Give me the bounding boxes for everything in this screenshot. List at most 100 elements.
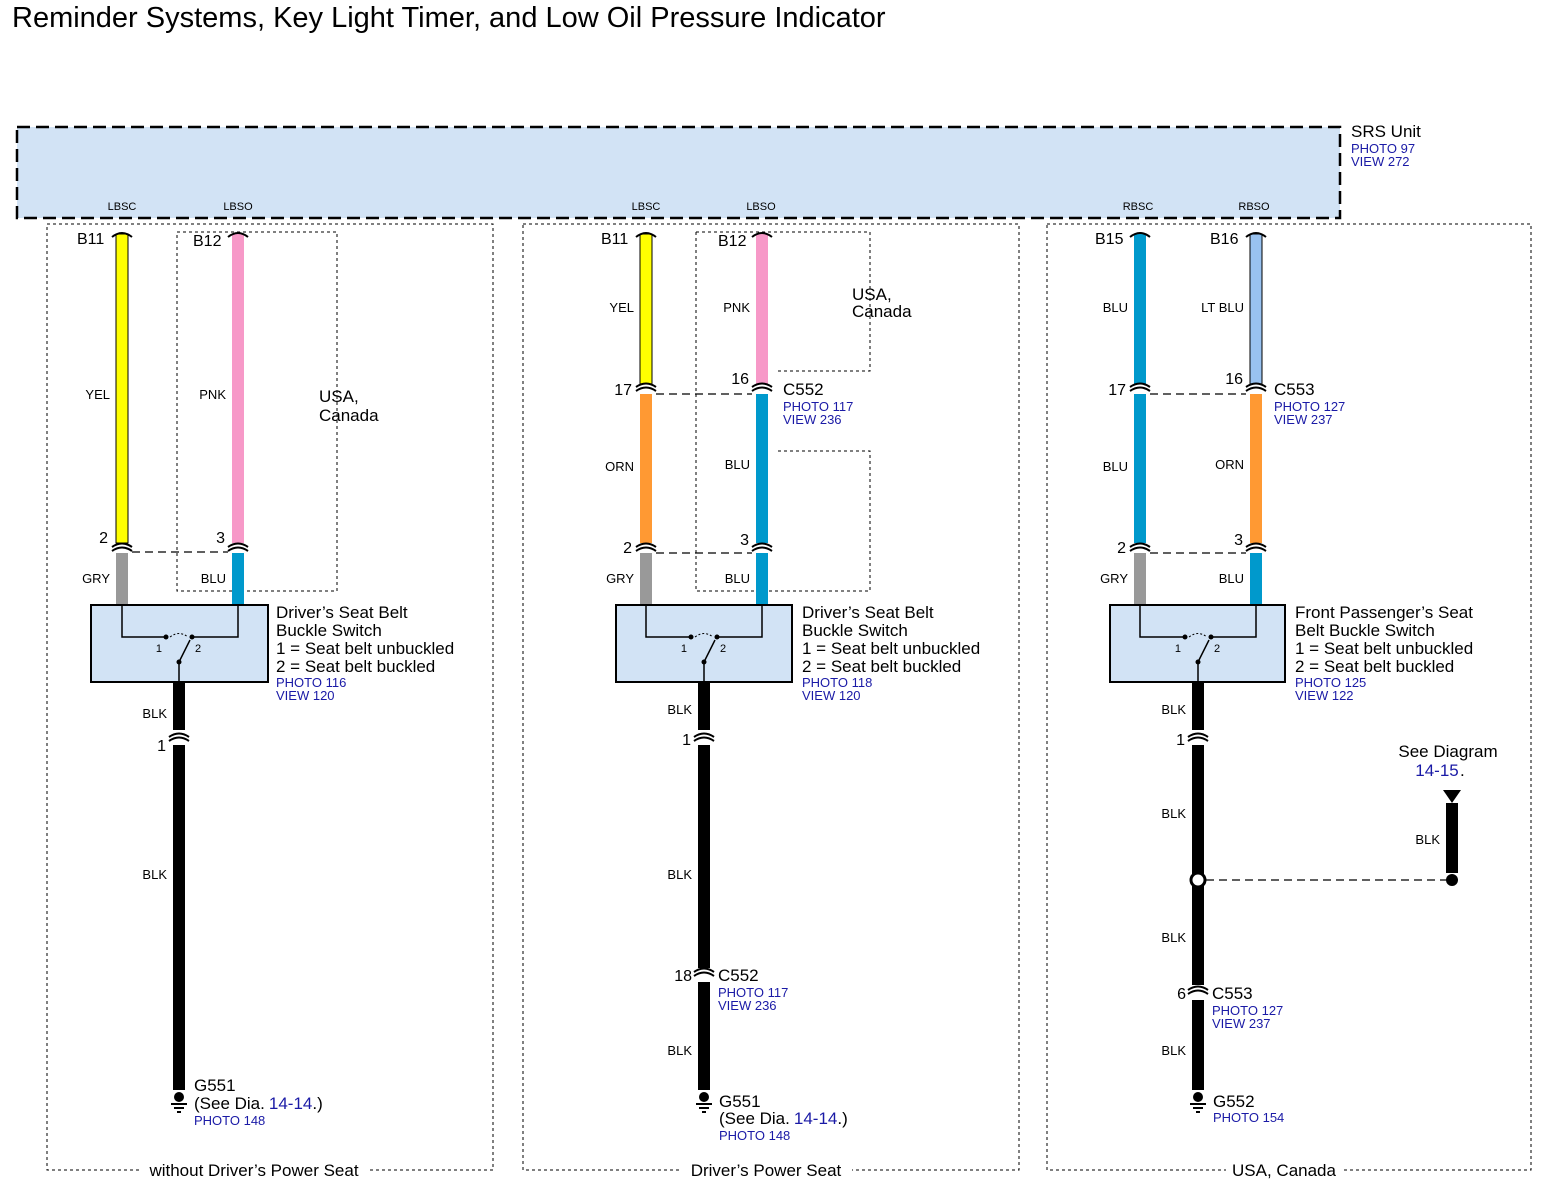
switch-position-1: 1 = Seat belt unbuckled (1295, 639, 1473, 658)
switch-contact-label: 1 (1175, 643, 1181, 655)
pin-label: 3 (740, 532, 749, 549)
pin-label: 1 (1176, 732, 1185, 749)
pin-label: 1 (682, 732, 691, 749)
inline-connector-mark (168, 732, 190, 742)
connector-photo: PHOTO 127 (1212, 1003, 1283, 1018)
diagram-link[interactable]: 14-14 (794, 1109, 837, 1128)
switch-photo: PHOTO 118 (802, 675, 872, 690)
switch-contact (1208, 634, 1214, 640)
switch-name: Buckle Switch (802, 621, 908, 640)
connector-view: VIEW 237 (1212, 1016, 1271, 1031)
pin-label: 2 (1117, 540, 1126, 557)
section-usa-canada: RBSC RBSO B15 B16 BLU LT BLU 17 16 C553 … (1095, 201, 1498, 1125)
wire-orn (640, 394, 652, 543)
switch-name: Driver’s Seat Belt (276, 603, 408, 622)
wire-blk (1446, 803, 1458, 873)
wire-color-label: BLK (1161, 806, 1186, 821)
wire-blk (173, 745, 185, 1090)
terminal-label: LBSC (632, 201, 661, 213)
wire-pnk (232, 234, 244, 543)
srs-unit-box (15, 125, 1342, 220)
switch-contact (714, 634, 720, 640)
switch-contact-label: 2 (195, 643, 201, 655)
section-power-seat: USA, Canada LBSC LBSO B11 B12 YEL PNK 17… (601, 201, 980, 1143)
wire-blu (232, 553, 244, 605)
switch-position-1: 1 = Seat belt unbuckled (802, 639, 980, 658)
switch-view: VIEW 120 (276, 688, 335, 703)
wire-lt-blu (1249, 233, 1263, 385)
wire-yel (115, 233, 129, 544)
diagram-link[interactable]: 14-14 (269, 1094, 312, 1113)
wire-color-label: BLK (1161, 1043, 1186, 1058)
pin-label: 17 (1108, 382, 1126, 399)
region-label-line2: Canada (852, 302, 912, 321)
switch-internal-wiring (1139, 605, 1257, 638)
wire-color-label: GRY (1100, 571, 1128, 586)
wire-color-label: BLK (142, 706, 167, 721)
switch-name: Driver’s Seat Belt (802, 603, 934, 622)
wire-color-label: BLU (1219, 571, 1244, 586)
srs-unit-name: SRS Unit (1351, 122, 1421, 141)
pin-connector-mark (635, 232, 773, 238)
switch-contact (163, 634, 169, 640)
switch-contact (1182, 634, 1188, 640)
switch-travel-arc (694, 633, 714, 638)
wire-blu (1250, 553, 1262, 605)
wire-color-label: GRY (82, 571, 110, 586)
wire-color-label: BLK (142, 867, 167, 882)
connector-name: C552 (718, 966, 759, 985)
ground-icon (696, 1092, 712, 1113)
inline-connector-mark (1129, 542, 1267, 552)
pin-label: 16 (731, 371, 749, 388)
footer-bg (139, 1160, 369, 1180)
switch-contact (688, 634, 694, 640)
section-footer-label: Driver’s Power Seat (691, 1161, 842, 1180)
inline-connector-mark (111, 542, 249, 552)
wire-blu (1134, 234, 1146, 384)
connector-view: VIEW 237 (1274, 412, 1333, 427)
connector-photo: PHOTO 127 (1274, 399, 1345, 414)
wire-color-label: ORN (605, 459, 634, 474)
wire-gry (640, 553, 652, 605)
switch-name: Front Passenger’s Seat (1295, 603, 1473, 622)
switch-name: Buckle Switch (276, 621, 382, 640)
pin-label: 16 (1225, 371, 1243, 388)
pin-label: 6 (1177, 986, 1186, 1003)
pin-connector-mark (1129, 232, 1267, 238)
section-box-usa-canada (1046, 223, 1532, 1171)
pin-label: 17 (614, 382, 632, 399)
switch-contact-label: 2 (720, 643, 726, 655)
ground-name: G552 (1213, 1092, 1255, 1111)
ground-name: G551 (719, 1092, 761, 1111)
wire-color-label: BLK (667, 702, 692, 717)
switch-position-2: 2 = Seat belt buckled (1295, 657, 1454, 676)
switch-internal-wiring (121, 605, 239, 638)
diagram-link[interactable]: 14-15 (1415, 761, 1458, 780)
wire-color-label: BLU (725, 571, 750, 586)
wire-color-label: LT BLU (1201, 300, 1244, 315)
ground-photo: PHOTO 148 (194, 1113, 265, 1128)
wire-blk (698, 682, 710, 730)
pin-label: B12 (718, 233, 747, 250)
ground-see-diagram: (See Dia.14-14.) (194, 1094, 323, 1113)
ground-icon (171, 1092, 187, 1113)
wire-yel (639, 233, 653, 385)
wire-color-label: BLK (667, 867, 692, 882)
pin-label: 3 (1234, 532, 1243, 549)
section-without-power-seat: USA, Canada LBSC LBSO B11 B12 YEL PNK 2 … (77, 201, 454, 1128)
connector-name: C552 (783, 380, 824, 399)
connector-photo: PHOTO 117 (783, 399, 853, 414)
region-label-line2: Canada (319, 406, 379, 425)
srs-unit: SRS Unit PHOTO 97 VIEW 272 (15, 122, 1421, 220)
wire-color-label: PNK (723, 300, 750, 315)
pin-label: 18 (674, 968, 692, 985)
switch-view: VIEW 122 (1295, 688, 1354, 703)
see-diagram-suffix: . (1460, 761, 1465, 780)
wire-blu (756, 394, 768, 543)
switch-view: VIEW 120 (802, 688, 861, 703)
srs-unit-view: VIEW 272 (1351, 154, 1410, 169)
usa-canada-option-region (696, 231, 871, 372)
pin-label: B12 (193, 233, 222, 250)
switch-travel-arc (1188, 633, 1208, 638)
